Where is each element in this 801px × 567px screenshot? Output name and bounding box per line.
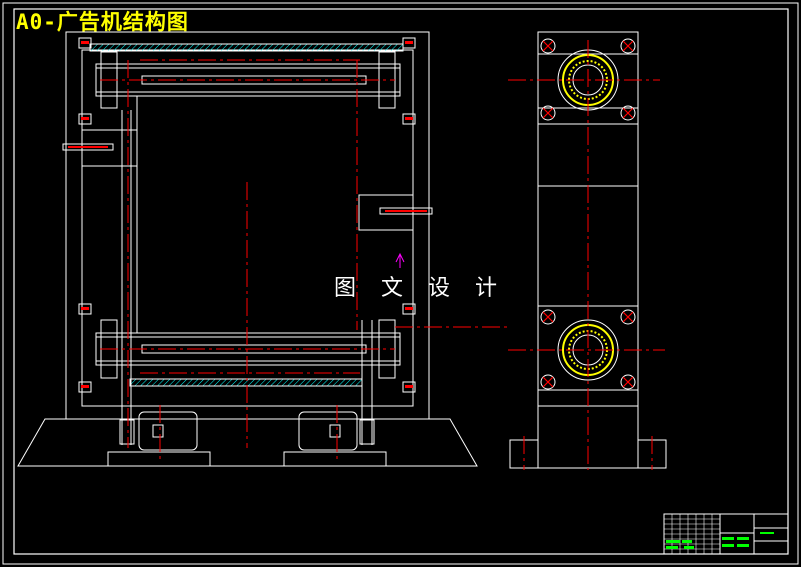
bolt	[81, 41, 89, 44]
motor-pad-left	[107, 451, 211, 467]
bolt-cross	[622, 107, 634, 119]
bolt	[405, 307, 413, 310]
bolt-icon	[540, 374, 556, 390]
bolt-cross	[622, 311, 634, 323]
motor-right-shaft	[329, 424, 341, 438]
bottom-rail	[129, 378, 363, 387]
clamp	[78, 303, 92, 315]
base-plate	[17, 418, 478, 467]
lower-roller-frame	[95, 332, 401, 366]
clamp	[402, 381, 416, 393]
motor-left-shaft	[152, 424, 164, 438]
bolt	[68, 146, 108, 148]
bolt-icon	[620, 309, 636, 325]
red-bolts	[68, 41, 427, 388]
side-bracket-right-bolt	[379, 207, 433, 215]
motor-right	[298, 411, 358, 451]
coupling	[359, 419, 375, 445]
side-bracket-right	[358, 194, 414, 231]
bolt	[81, 385, 89, 388]
bolt	[405, 117, 413, 120]
title-block-fields	[666, 532, 774, 549]
corner-bolts	[540, 38, 636, 390]
bolt-cross	[542, 311, 554, 323]
bolt-cross	[622, 40, 634, 52]
bolt-icon	[540, 38, 556, 54]
watermark-text: 图 文 设 计	[334, 276, 506, 301]
bolt	[81, 307, 89, 310]
bolt-icon	[620, 38, 636, 54]
clamp	[402, 37, 416, 49]
bolt	[81, 117, 89, 120]
bolt	[385, 210, 427, 212]
bolt-crosses	[542, 40, 634, 388]
motor-left	[138, 411, 198, 451]
drawing-title: A0-广告机结构图	[16, 10, 189, 34]
coupling	[119, 419, 135, 445]
front-centerlines	[100, 59, 510, 460]
bolt	[405, 41, 413, 44]
bolt-cross	[542, 376, 554, 388]
bolt-icon	[620, 374, 636, 390]
clamp	[78, 113, 92, 125]
top-rail	[89, 43, 404, 52]
clamp	[402, 303, 416, 315]
bolt	[405, 385, 413, 388]
clamp	[402, 113, 416, 125]
arrow-marker-icon	[395, 252, 405, 268]
bolt-cross	[622, 376, 634, 388]
clamp	[78, 37, 92, 49]
side-centerlines	[508, 40, 665, 470]
motor-pad-right	[283, 451, 387, 467]
bolt-cross	[542, 107, 554, 119]
upper-roller-frame	[95, 63, 401, 97]
bolt-icon	[540, 309, 556, 325]
bolt-icon	[540, 105, 556, 121]
clamp	[78, 381, 92, 393]
bolt-cross	[542, 40, 554, 52]
title-block	[663, 513, 789, 555]
drawing-border-inner	[13, 8, 789, 555]
side-bracket-left-bolt	[62, 143, 114, 151]
bolt-icon	[620, 105, 636, 121]
